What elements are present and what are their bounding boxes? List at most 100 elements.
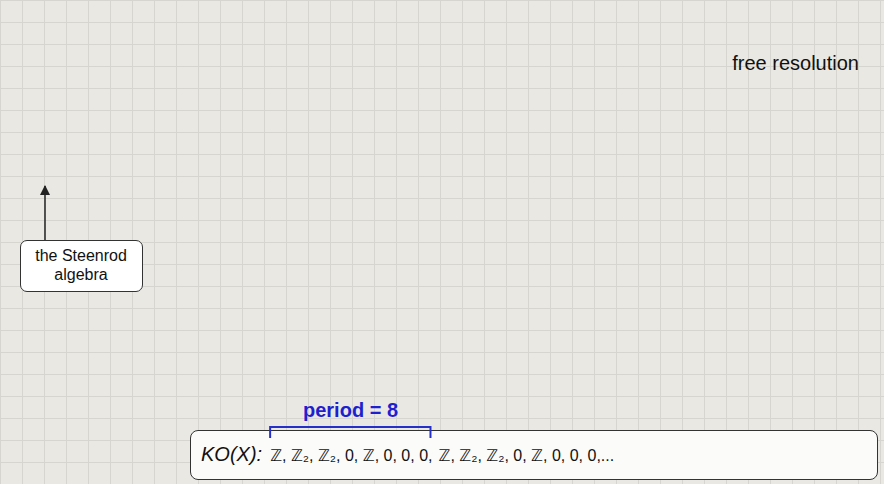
chain-dot bbox=[627, 290, 631, 294]
inset-column bbox=[77, 320, 78, 404]
resolution-chain bbox=[858, 352, 867, 388]
chain-curve bbox=[667, 305, 675, 345]
chain-line bbox=[470, 306, 471, 330]
chain-dot bbox=[40, 71, 44, 75]
chain-dot bbox=[317, 176, 321, 180]
chain-curve bbox=[745, 181, 753, 221]
chain-dot bbox=[782, 142, 786, 146]
chain-dot bbox=[627, 242, 631, 246]
chain-dot bbox=[782, 207, 786, 211]
chain-line bbox=[161, 69, 162, 93]
chain-dot bbox=[550, 295, 554, 299]
resolution-chain bbox=[548, 111, 557, 155]
chain-curve bbox=[467, 241, 472, 265]
chain-curve bbox=[273, 89, 278, 105]
chain-curve bbox=[79, 169, 87, 209]
chain-link bbox=[592, 220, 629, 231]
resolution-chain bbox=[666, 189, 675, 233]
inset-dot bbox=[20, 374, 23, 377]
chain-curve bbox=[584, 239, 589, 255]
chain-dot bbox=[782, 315, 786, 319]
chain-dot bbox=[197, 158, 201, 162]
chain-link bbox=[476, 159, 513, 174]
inset-dot bbox=[20, 326, 23, 329]
resolution-chain bbox=[273, 193, 282, 229]
chain-dot bbox=[80, 68, 84, 72]
resolution-drawing bbox=[15, 43, 866, 452]
chain-curve bbox=[821, 288, 826, 312]
chain-dot bbox=[237, 211, 241, 215]
chain-curve bbox=[705, 210, 713, 234]
chain-dot bbox=[860, 236, 864, 240]
resolution-chain bbox=[429, 100, 438, 128]
chain-dot bbox=[353, 175, 357, 179]
resolution-chain bbox=[548, 337, 557, 373]
chain-dot bbox=[275, 87, 279, 91]
chain-dot bbox=[353, 236, 357, 240]
chain-curve bbox=[273, 203, 278, 219]
chain-dot bbox=[394, 183, 398, 187]
chain-dot bbox=[469, 320, 473, 324]
chain-dot bbox=[394, 111, 398, 115]
chain-link bbox=[359, 205, 396, 228]
chain-dot bbox=[317, 103, 321, 107]
resolution-chain bbox=[158, 185, 167, 221]
chain-dot bbox=[746, 331, 750, 335]
chain-dot bbox=[860, 352, 864, 356]
chain-curve bbox=[195, 152, 200, 168]
chain-dot bbox=[627, 147, 631, 151]
resolution-chain bbox=[625, 342, 634, 378]
chain-dot bbox=[317, 192, 321, 196]
chain-dot bbox=[823, 218, 827, 222]
chain-dot bbox=[586, 188, 590, 192]
chain-line bbox=[824, 150, 825, 182]
chain-dot bbox=[706, 323, 710, 327]
chain-dot bbox=[40, 127, 44, 131]
inset-dot bbox=[130, 374, 133, 377]
chain-dot bbox=[317, 233, 321, 237]
chain-dot bbox=[668, 140, 672, 144]
resolution-chain bbox=[351, 204, 360, 248]
chain-dot bbox=[469, 204, 473, 208]
chain-dot bbox=[706, 165, 710, 169]
chain-curve bbox=[509, 167, 514, 183]
chain-dot bbox=[353, 291, 357, 295]
chain-dot bbox=[668, 335, 672, 339]
chain-dot bbox=[80, 199, 84, 203]
chain-dot bbox=[550, 151, 554, 155]
chain-dot bbox=[550, 203, 554, 207]
chain-dot bbox=[120, 100, 124, 104]
chain-line bbox=[861, 149, 862, 173]
inset-dot bbox=[20, 350, 23, 353]
chain-dot bbox=[120, 177, 124, 181]
chain-dot bbox=[586, 229, 590, 233]
chain-dot bbox=[706, 331, 710, 335]
chain-dot bbox=[706, 232, 710, 236]
chain-dot bbox=[237, 219, 241, 223]
resolution-chain bbox=[315, 217, 324, 245]
chain-curve bbox=[781, 357, 789, 381]
chain-dot bbox=[627, 374, 631, 378]
chain-dot bbox=[80, 131, 84, 135]
inset-dot bbox=[20, 390, 23, 393]
chain-dot bbox=[782, 191, 786, 195]
chain-curve bbox=[745, 139, 753, 163]
chain-dot bbox=[394, 282, 398, 286]
resolution-chain bbox=[467, 232, 476, 276]
chain-dot bbox=[586, 180, 590, 184]
chain-dot bbox=[237, 195, 241, 199]
chain-dot bbox=[550, 119, 554, 123]
chain-curve bbox=[549, 281, 557, 305]
chain-curve bbox=[704, 143, 709, 167]
chain-link bbox=[125, 60, 162, 70]
chain-curve bbox=[625, 186, 630, 194]
chain-link bbox=[396, 95, 433, 102]
resolution-chain bbox=[780, 183, 789, 227]
resolution-chain bbox=[548, 171, 557, 207]
chain-dot bbox=[586, 135, 590, 139]
chain-curve bbox=[704, 402, 709, 410]
sequence-box: KO(X):ℤ, ℤ₂, ℤ₂, 0, ℤ, 0, 0, 0,ℤ, ℤ₂, ℤ₂… bbox=[190, 430, 878, 480]
chain-curve bbox=[666, 199, 671, 223]
chain-dot bbox=[627, 358, 631, 362]
chain-dot bbox=[394, 127, 398, 131]
